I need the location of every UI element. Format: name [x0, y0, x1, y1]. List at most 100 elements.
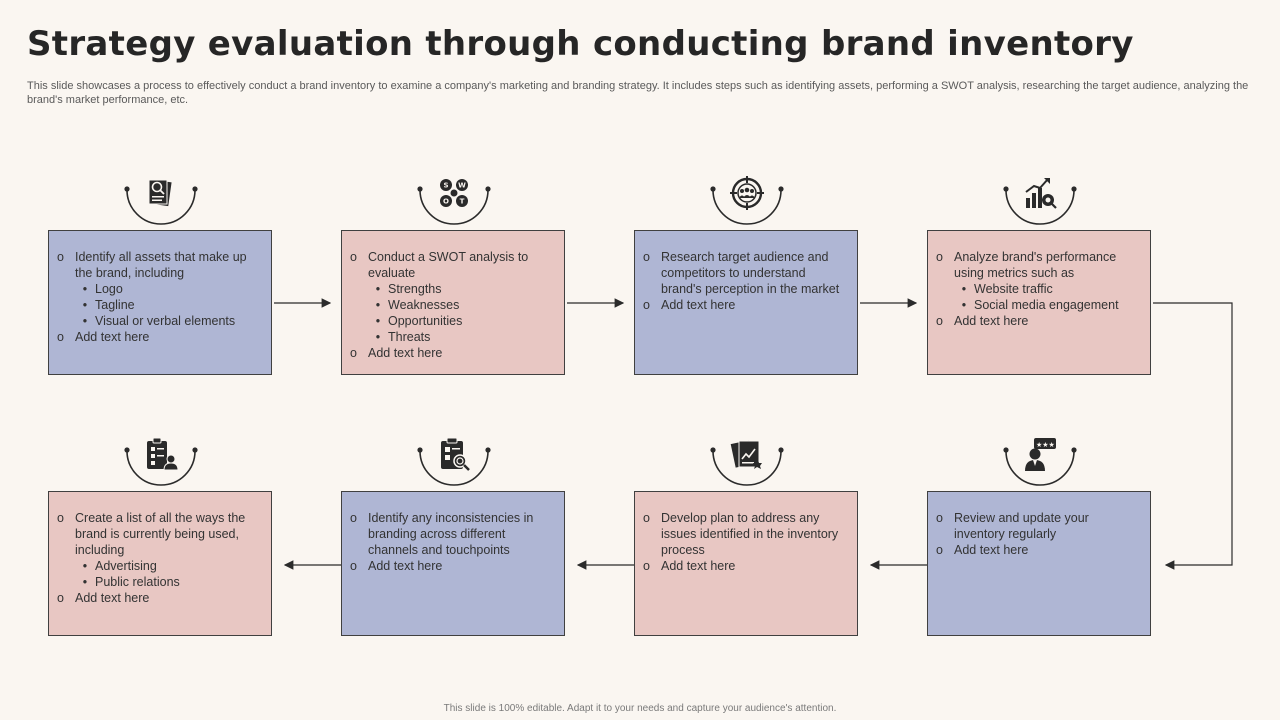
step-bullet-text: Advertising	[95, 559, 157, 573]
clipboard-search-icon	[441, 437, 470, 471]
bullet-marker: •	[82, 559, 88, 573]
bullet-marker: •	[961, 282, 967, 296]
step-bullet-text: Tagline	[95, 298, 135, 312]
review-rating-icon: ★★★	[1025, 438, 1056, 471]
target-audience-icon	[730, 176, 764, 210]
item-marker: o	[936, 314, 943, 328]
step-bullet-text: Public relations	[95, 575, 180, 589]
step-bullet: • Public relations	[57, 574, 261, 590]
icon-arc	[417, 447, 491, 486]
step-main-text: Create a list of all the ways the brand …	[75, 511, 246, 557]
step-extra-text: Add text here	[954, 543, 1029, 557]
document-search-icon	[148, 179, 172, 207]
step-bullet: • Logo	[57, 281, 261, 297]
step-main-text: Identify any inconsistencies in branding…	[368, 511, 534, 557]
bullet-marker: •	[82, 298, 88, 312]
item-marker: o	[57, 591, 64, 605]
step-icon-badge-1	[123, 179, 199, 226]
step-box-2: o Conduct a SWOT analysis to evaluate • Str…	[341, 230, 565, 375]
svg-text:★★★: ★★★	[1036, 441, 1055, 449]
step-bullet: •Visual or verbal elements	[57, 313, 261, 329]
step-extra-item: o Add text here	[936, 313, 1140, 329]
step-bullet-text: Website traffic	[974, 282, 1053, 296]
step-extra-item: o Add text here	[643, 297, 847, 313]
step-bullet: •Opportunities	[350, 313, 554, 329]
item-marker: o	[350, 559, 357, 573]
item-marker: o	[643, 559, 650, 573]
swot-letter: T	[460, 198, 465, 206]
icon-arc	[1003, 447, 1077, 486]
item-marker: o	[936, 250, 943, 264]
step-main-text: Identify all assets that make up the bra…	[75, 250, 247, 280]
step-box-8: o Create a list of all the ways the brand…	[48, 491, 272, 636]
step-extra-item: o Add text here	[350, 558, 554, 574]
bullet-marker: •	[82, 282, 88, 296]
step-extra-text: Add text here	[661, 298, 736, 312]
step-bullet: •Social media engagement	[936, 297, 1140, 313]
step-icon-badge-7	[416, 437, 492, 487]
step-bullet-text: Visual or verbal elements	[95, 314, 236, 328]
bullet-marker: •	[375, 330, 381, 344]
step-main-text: Research target audience and competitors…	[661, 250, 840, 296]
item-marker: o	[350, 346, 357, 360]
page-title: Strategy evaluation through conducting b…	[27, 24, 1134, 64]
icon-arc	[417, 186, 491, 225]
item-marker: o	[350, 250, 357, 264]
swot-icon: S W O T	[440, 179, 468, 207]
item-marker: o	[643, 298, 650, 312]
item-marker: o	[350, 511, 357, 525]
item-marker: o	[57, 330, 64, 344]
step-bullet-text: Threats	[388, 330, 431, 344]
footer-note: This slide is 100% editable. Adapt it to…	[443, 703, 837, 714]
step-box-4: o Analyze brand's performance using metri…	[927, 230, 1151, 375]
step-bullet-text: Logo	[95, 282, 123, 296]
bullet-marker: •	[375, 298, 381, 312]
step-main-text: Conduct a SWOT analysis to evaluate	[368, 250, 529, 280]
swot-letter: S	[443, 182, 448, 190]
bullet-marker: •	[82, 575, 88, 589]
step-icon-badge-8	[123, 437, 199, 487]
step-box-1: o Identify all assets that make up the br…	[48, 230, 272, 375]
step-extra-item: o Add text here	[936, 542, 1140, 558]
icon-arc	[710, 186, 784, 225]
step-extra-text: Add text here	[75, 330, 150, 344]
step-main-item: o Identify any inconsistencies in brandin…	[350, 510, 554, 558]
item-marker: o	[936, 543, 943, 557]
step-icon-badge-3	[709, 176, 785, 226]
swot-letter: W	[458, 182, 466, 190]
step-extra-text: Add text here	[368, 346, 443, 360]
step-extra-item: o Add text here	[57, 590, 261, 606]
item-marker: o	[936, 511, 943, 525]
step-main-item: o Conduct a SWOT analysis to evaluate	[350, 249, 554, 281]
bullet-marker: •	[375, 314, 381, 328]
step-box-3: o Research target audience and competitor…	[634, 230, 858, 375]
step-icon-badge-6	[709, 440, 785, 487]
step-extra-text: Add text here	[954, 314, 1029, 328]
step-bullet-text: Weaknesses	[388, 298, 460, 312]
bullet-marker: •	[961, 298, 967, 312]
step-extra-text: Add text here	[368, 559, 443, 573]
step-bullet: • Strengths	[350, 281, 554, 297]
step-extra-item: o Add text here	[57, 329, 261, 345]
item-marker: o	[643, 511, 650, 525]
swot-letter: O	[443, 198, 449, 206]
step-extra-text: Add text here	[75, 591, 150, 605]
step-main-text: Review and update your inventory regular…	[954, 511, 1089, 541]
step-main-text: Analyze brand's performance using metric…	[954, 250, 1117, 280]
step-bullet: • Website traffic	[936, 281, 1140, 297]
step-extra-text: Add text here	[661, 559, 736, 573]
bullet-marker: •	[375, 282, 381, 296]
step-bullet-text: Strengths	[388, 282, 442, 296]
plan-document-icon	[730, 440, 762, 469]
performance-chart-icon	[1025, 178, 1057, 209]
step-icon-badge-2: S W O T	[416, 179, 492, 226]
step-bullet: • Threats	[350, 329, 554, 345]
step-main-item: o Analyze brand's performance using metri…	[936, 249, 1140, 281]
step-bullet: • Tagline	[57, 297, 261, 313]
step-main-item: o Review and update your inventory regula…	[936, 510, 1140, 542]
